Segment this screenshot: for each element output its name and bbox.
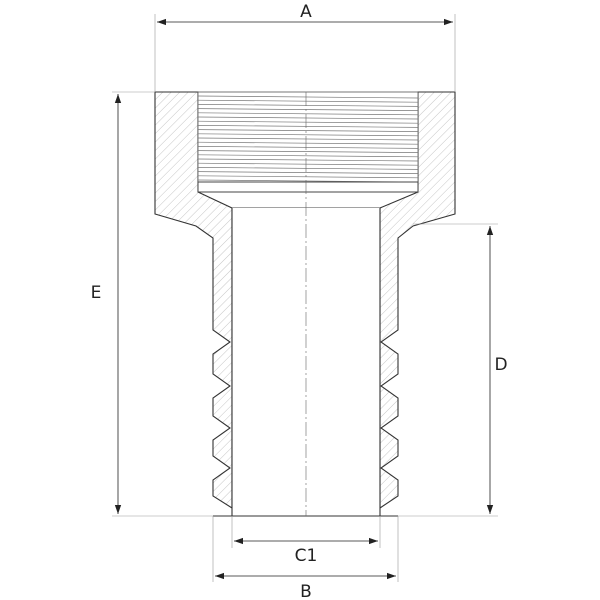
thread-line <box>197 141 419 145</box>
dim-label-c1: C1 <box>295 546 318 566</box>
dim-label-d: D <box>494 355 507 375</box>
thread-line <box>197 95 419 99</box>
thread-line <box>197 125 419 128</box>
thread-undercut <box>197 181 419 193</box>
dim-label-b: B <box>300 582 312 600</box>
thread-line <box>197 158 419 162</box>
thread-line <box>197 162 419 166</box>
thread-line <box>197 120 419 124</box>
thread-line <box>197 129 419 132</box>
thread-line <box>197 99 419 103</box>
thread-line <box>197 104 419 107</box>
thread-line <box>197 112 419 116</box>
dim-label-e: E <box>91 283 102 303</box>
dim-label-a: A <box>300 2 312 22</box>
thread-line <box>197 167 419 170</box>
thread-line <box>197 154 419 158</box>
thread-line <box>197 133 419 137</box>
thread-lines <box>197 95 419 183</box>
thread-line <box>197 116 419 120</box>
thread-line <box>197 171 419 174</box>
thread-line <box>197 108 419 111</box>
thread-line <box>197 150 419 153</box>
internal-thread <box>197 91 419 183</box>
thread-line <box>197 137 419 141</box>
thread-line <box>197 146 419 149</box>
thread-line <box>197 175 419 179</box>
